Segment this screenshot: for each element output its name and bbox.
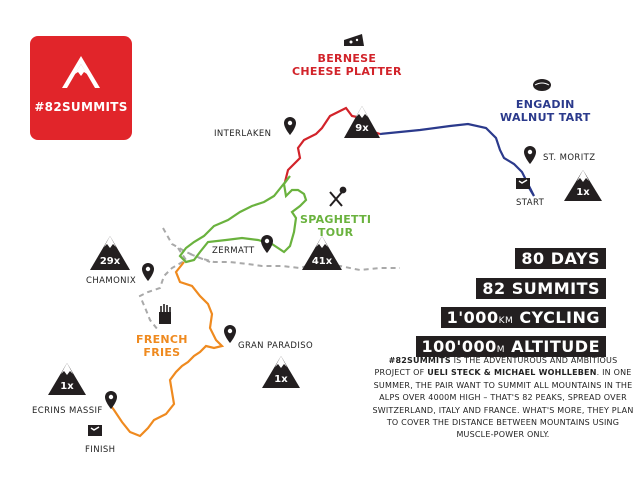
st-moritz-pin-icon bbox=[524, 146, 536, 164]
route-engadin-line bbox=[379, 122, 535, 197]
place-pins bbox=[105, 117, 536, 409]
peak-zermatt-icon bbox=[302, 236, 342, 270]
peak-chamonix-icon bbox=[90, 236, 130, 270]
place-chamonix: CHAMONIX bbox=[86, 276, 137, 286]
place-ecrins-massif: ECRINS MASSIF bbox=[32, 406, 103, 416]
route-french-label: FRENCH FRIES bbox=[136, 333, 188, 359]
place-start: START bbox=[516, 198, 545, 208]
peak-markers bbox=[48, 106, 602, 395]
stat-alt-unit: M bbox=[496, 345, 505, 355]
start-flag-icon bbox=[516, 178, 530, 189]
peak-count-bernese: 9x bbox=[355, 123, 369, 134]
route-spaghetti-label: SPAGHETTI TOUR bbox=[300, 213, 371, 239]
interlaken-pin-icon bbox=[284, 117, 296, 135]
stat-summits-unit: SUMMITS bbox=[511, 279, 600, 298]
peak-count-engadin: 1x bbox=[576, 187, 590, 198]
chamonix-pin-icon bbox=[142, 263, 154, 281]
route-engadin-line2: WALNUT TART bbox=[500, 111, 591, 124]
stat-alt-word: ALTITUDE bbox=[511, 337, 600, 356]
country-borders bbox=[138, 227, 400, 331]
zermatt-pin-icon bbox=[261, 235, 273, 253]
route-french-line2: FRIES bbox=[143, 346, 181, 359]
route-spaghetti-line2: TOUR bbox=[317, 226, 354, 239]
peak-engadin-icon bbox=[564, 170, 602, 201]
desc-part1: IS THE ADVENTUROUS AND AMBITIOUS PROJECT… bbox=[374, 356, 618, 378]
stat-km-number: 1'000 bbox=[446, 308, 499, 327]
logo-text: #82SUMMITS bbox=[34, 100, 128, 114]
desc-names: UELI STECK & MICHAEL WOHLLEBEN bbox=[427, 368, 597, 378]
cutlery-icon bbox=[329, 186, 347, 207]
peak-ecrins-icon bbox=[48, 363, 86, 395]
stat-km-unit: KM bbox=[498, 316, 514, 326]
route-engadin-line1: ENGADIN bbox=[515, 98, 575, 111]
peak-count-ecrins: 1x bbox=[60, 381, 74, 392]
ecrins-pin-icon bbox=[105, 391, 117, 409]
place-st-moritz: ST. MORITZ bbox=[543, 153, 596, 163]
stat-summits-number: 82 bbox=[482, 279, 506, 298]
route-engadin-label: ENGADIN WALNUT TART bbox=[500, 98, 591, 124]
place-gran-paradiso: GRAN PARADISO bbox=[238, 341, 314, 351]
route-bernese-line1: BERNESE bbox=[317, 52, 377, 65]
route-bernese-label: BERNESE CHEESE PLATTER bbox=[292, 52, 402, 78]
peak-bernese-icon bbox=[344, 106, 380, 138]
border-italy-france bbox=[189, 253, 211, 263]
place-zermatt: ZERMATT bbox=[212, 246, 255, 256]
stat-km-word: CYCLING bbox=[519, 308, 600, 327]
desc-hashtag: #82SUMMITS bbox=[388, 356, 451, 365]
peak-count-gran-paradiso: 1x bbox=[274, 374, 288, 385]
finish-flag-icon bbox=[88, 425, 102, 436]
stat-altitude: 100'000M ALTITUDE bbox=[415, 336, 606, 357]
peak-gran-paradiso-icon bbox=[262, 356, 300, 388]
project-description: #82SUMMITS IS THE ADVENTUROUS AND AMBITI… bbox=[372, 355, 634, 442]
route-bernese-line2: CHEESE PLATTER bbox=[292, 65, 402, 78]
fries-icon bbox=[159, 304, 171, 324]
stat-cycling: 1'000KM CYCLING bbox=[440, 307, 606, 328]
route-french-line1: FRENCH bbox=[136, 333, 188, 346]
place-finish: FINISH bbox=[85, 445, 116, 455]
gran-paradiso-pin-icon bbox=[224, 325, 236, 343]
walnut-icon bbox=[533, 79, 551, 91]
route-spaghetti-line bbox=[178, 175, 308, 264]
summits-logo: #82SUMMITS bbox=[30, 36, 132, 140]
peak-count-zermatt: 41x bbox=[311, 256, 333, 267]
peak-count-chamonix: 29x bbox=[99, 256, 121, 267]
stat-days-number: 80 bbox=[521, 249, 545, 268]
stat-summits: 82 SUMMITS bbox=[476, 278, 606, 299]
border-swiss-france bbox=[138, 247, 188, 331]
place-interlaken: INTERLAKEN bbox=[214, 129, 272, 139]
cheese-icon bbox=[344, 34, 364, 46]
stat-days-unit: DAYS bbox=[550, 249, 600, 268]
route-spaghetti-line1: SPAGHETTI bbox=[300, 213, 372, 226]
stat-days: 80 DAYS bbox=[515, 248, 606, 269]
route-french-line bbox=[107, 261, 225, 438]
desc-part2: . IN ONE SUMMER, THE PAIR WANT TO SUMMIT… bbox=[372, 368, 634, 440]
stat-alt-number: 100'000 bbox=[421, 337, 497, 356]
mountain-logo-icon bbox=[62, 56, 100, 88]
